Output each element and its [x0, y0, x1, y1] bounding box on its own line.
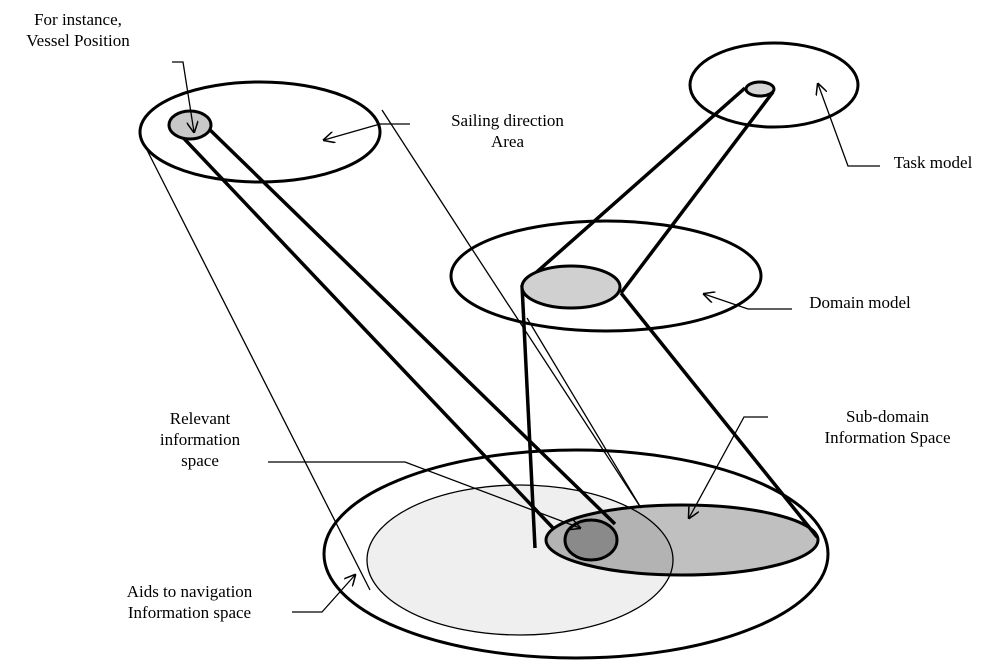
label-aids-navigation: Aids to navigation Information space [126, 582, 253, 622]
relevant-space-pointer [268, 461, 580, 528]
sailing-direction-ellipse [138, 80, 382, 184]
label-subdomain-space: Sub-domain Information Space [824, 407, 951, 447]
label-domain-model: Domain model [809, 293, 911, 312]
label-sailing-direction: Sailing direction Area [451, 111, 564, 151]
domain-circle [520, 264, 622, 310]
aids-navigation-pointer [292, 575, 355, 613]
domain-model-ellipse [449, 219, 763, 333]
vessel-position-circle [167, 109, 213, 141]
domain-model-pointer [704, 294, 792, 310]
task-model-ellipse [688, 41, 860, 129]
task-model-pointer [818, 84, 880, 167]
projected-vessel-circle [563, 518, 619, 562]
task-circle [744, 80, 776, 98]
vessel-position-pointer [172, 61, 194, 132]
label-task-model: Task model [893, 153, 973, 172]
subdomain-space-pointer [689, 416, 768, 518]
sailing-direction-pointer [324, 123, 410, 140]
subdomain-outline [544, 503, 820, 577]
aids-navigation-ellipse [322, 448, 830, 660]
label-relevant-space: Relevant information space [159, 409, 241, 470]
label-vessel-position: For instance, Vessel Position [26, 10, 130, 50]
